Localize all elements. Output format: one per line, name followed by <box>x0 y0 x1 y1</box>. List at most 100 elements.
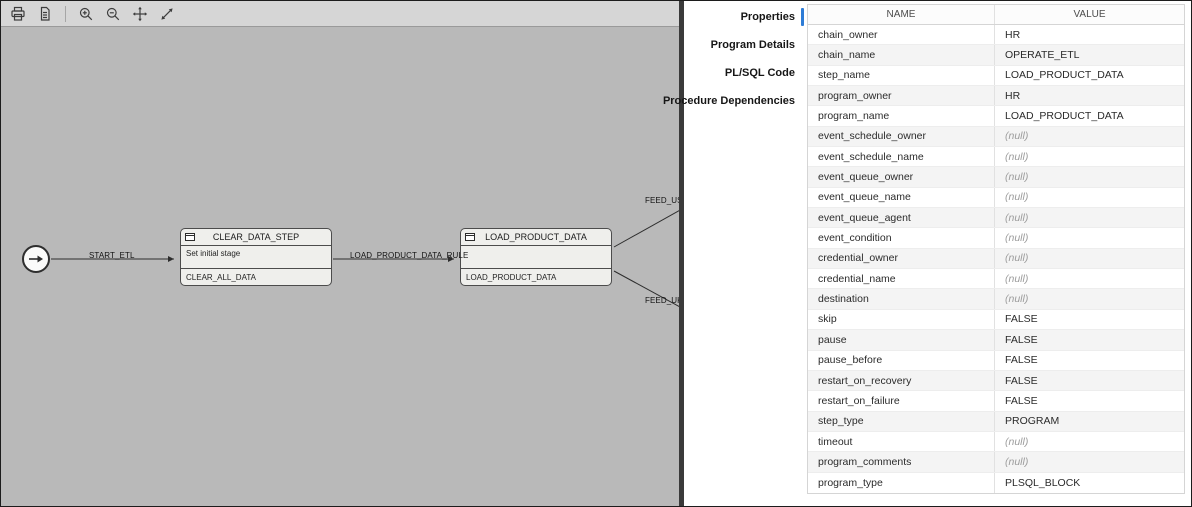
table-row[interactable]: event_schedule_name (null) <box>808 147 1184 168</box>
column-header-name: NAME <box>808 5 995 24</box>
table-row[interactable]: restart_on_failure FALSE <box>808 391 1184 412</box>
property-value-cell[interactable]: PLSQL_BLOCK <box>1005 476 1081 489</box>
property-value-cell[interactable]: (null) <box>1005 272 1029 285</box>
toolbar-separator <box>65 5 66 22</box>
property-value-cell[interactable]: FALSE <box>1005 374 1038 387</box>
property-name-cell[interactable]: event_schedule_name <box>808 147 995 167</box>
pan-button[interactable] <box>130 4 150 24</box>
tab-program-details[interactable]: Program Details <box>684 31 807 59</box>
chain-diagram-canvas[interactable]: CLEAR_DATA_STEP Set initial stage CLEAR_… <box>1 1 679 506</box>
step-node-footer: LOAD_PRODUCT_DATA <box>466 272 557 282</box>
table-row[interactable]: destination (null) <box>808 289 1184 310</box>
step-node-footer: CLEAR_ALL_DATA <box>186 272 256 282</box>
property-value-cell[interactable]: (null) <box>1005 455 1029 468</box>
table-row[interactable]: program_name LOAD_PRODUCT_DATA <box>808 106 1184 127</box>
property-name-cell[interactable]: skip <box>808 309 995 330</box>
chain-start-node[interactable] <box>22 245 50 273</box>
tab-properties[interactable]: Properties <box>684 3 807 31</box>
print-button[interactable] <box>8 4 28 24</box>
table-row[interactable]: event_condition (null) <box>808 228 1184 249</box>
property-value-cell[interactable]: FALSE <box>1005 333 1038 346</box>
property-value-cell[interactable]: (null) <box>1005 130 1029 143</box>
table-row[interactable]: skip FALSE <box>808 309 1184 331</box>
tab-plsql-code[interactable]: PL/SQL Code <box>684 59 807 87</box>
table-row[interactable]: event_queue_name (null) <box>808 187 1184 209</box>
property-value-cell[interactable]: (null) <box>1005 232 1029 245</box>
step-details-panel: Properties Program Details PL/SQL Code P… <box>663 1 1191 506</box>
save-diagram-icon <box>40 6 50 21</box>
step-icon <box>185 233 195 243</box>
step-node-title: CLEAR_DATA_STEP <box>212 232 300 242</box>
property-name-cell[interactable]: pause <box>808 330 995 350</box>
zoom-in-button[interactable] <box>76 4 96 24</box>
table-row[interactable]: event_queue_owner (null) <box>808 167 1184 188</box>
step-icon <box>465 233 475 243</box>
property-name-cell[interactable]: restart_on_recovery <box>808 370 995 391</box>
tab-procedure-dependencies[interactable]: Procedure Dependencies <box>663 87 807 115</box>
property-value-cell[interactable]: OPERATE_ETL <box>1005 49 1080 62</box>
fit-to-window-button[interactable] <box>157 4 177 24</box>
table-row[interactable]: program_comments (null) <box>808 452 1184 473</box>
step-node-clear-data-step[interactable]: CLEAR_DATA_STEP Set initial stage CLEAR_… <box>180 228 332 286</box>
step-node-header: LOAD_PRODUCT_DATA <box>461 229 611 246</box>
property-name-cell[interactable]: timeout <box>808 431 995 452</box>
step-node-title: LOAD_PRODUCT_DATA <box>485 232 587 242</box>
table-row[interactable]: credential_owner (null) <box>808 248 1184 270</box>
property-name-cell[interactable]: credential_owner <box>808 248 995 269</box>
property-name-cell[interactable]: step_name <box>808 65 995 86</box>
property-name-cell[interactable]: event_condition <box>808 228 995 248</box>
property-value-cell[interactable]: HR <box>1005 28 1021 41</box>
property-value-cell[interactable]: (null) <box>1005 211 1029 224</box>
property-name-cell[interactable]: event_schedule_owner <box>808 126 995 147</box>
property-name-cell[interactable]: chain_owner <box>808 25 995 45</box>
property-name-cell[interactable]: event_queue_name <box>808 187 995 208</box>
property-value-cell[interactable]: (null) <box>1005 435 1029 448</box>
property-value-cell[interactable]: LOAD_PRODUCT_DATA <box>1005 110 1124 123</box>
property-name-cell[interactable]: credential_name <box>808 269 995 289</box>
table-row[interactable]: event_schedule_owner (null) <box>808 126 1184 148</box>
table-row[interactable]: pause FALSE <box>808 330 1184 351</box>
table-row[interactable]: program_type PLSQL_BLOCK <box>808 472 1184 493</box>
zoom-out-button[interactable] <box>103 4 123 24</box>
property-value-cell[interactable]: FALSE <box>1005 394 1038 407</box>
property-name-cell[interactable]: restart_on_failure <box>808 391 995 411</box>
table-row[interactable]: program_owner HR <box>808 86 1184 107</box>
property-name-cell[interactable]: program_type <box>808 472 995 493</box>
table-row[interactable]: event_queue_agent (null) <box>808 208 1184 229</box>
table-row[interactable]: chain_owner HR <box>808 25 1184 46</box>
zoom-out-icon <box>106 7 120 20</box>
property-name-cell[interactable]: program_comments <box>808 452 995 472</box>
table-row[interactable]: step_type PROGRAM <box>808 411 1184 432</box>
table-row[interactable]: pause_before FALSE <box>808 350 1184 371</box>
property-name-cell[interactable]: chain_name <box>808 45 995 65</box>
step-node-load-product-data[interactable]: LOAD_PRODUCT_DATA LOAD_PRODUCT_DATA <box>460 228 612 286</box>
property-name-cell[interactable]: pause_before <box>808 350 995 370</box>
property-name-cell[interactable]: destination <box>808 289 995 309</box>
property-name-cell[interactable]: event_queue_agent <box>808 208 995 228</box>
property-name-cell[interactable]: step_type <box>808 411 995 431</box>
tab-label: Properties <box>740 11 795 23</box>
edge-label-feed-uk-data: FEED_UK_DATA <box>645 296 679 305</box>
property-value-cell[interactable]: PROGRAM <box>1005 415 1060 428</box>
property-value-cell[interactable]: LOAD_PRODUCT_DATA <box>1005 69 1124 82</box>
property-value-cell[interactable]: (null) <box>1005 191 1029 204</box>
table-row[interactable]: step_name LOAD_PRODUCT_DATA <box>808 65 1184 87</box>
save-diagram-button[interactable] <box>35 4 55 24</box>
property-value-cell[interactable]: FALSE <box>1005 354 1038 367</box>
property-value-cell[interactable]: (null) <box>1005 150 1029 163</box>
table-row[interactable]: timeout (null) <box>808 431 1184 453</box>
property-name-cell[interactable]: program_name <box>808 106 995 126</box>
table-row[interactable]: restart_on_recovery FALSE <box>808 370 1184 392</box>
property-value-cell[interactable]: HR <box>1005 89 1021 102</box>
table-row[interactable]: chain_name OPERATE_ETL <box>808 45 1184 66</box>
property-name-cell[interactable]: program_owner <box>808 86 995 106</box>
property-value-cell[interactable]: (null) <box>1005 293 1029 306</box>
start-arrow-icon <box>29 255 43 263</box>
panel-splitter[interactable] <box>679 1 684 506</box>
property-value-cell[interactable]: (null) <box>1005 171 1029 184</box>
table-row[interactable]: credential_name (null) <box>808 269 1184 290</box>
property-value-cell[interactable]: (null) <box>1005 252 1029 265</box>
property-name-cell[interactable]: event_queue_owner <box>808 167 995 187</box>
property-value-cell[interactable]: FALSE <box>1005 313 1038 326</box>
